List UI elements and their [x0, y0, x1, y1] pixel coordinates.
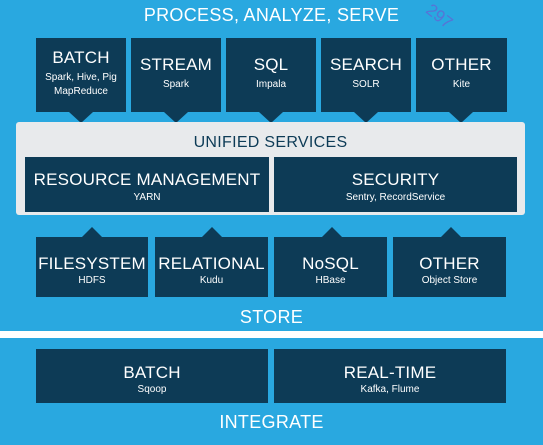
- process-box-search: SEARCH SOLR: [321, 38, 411, 112]
- store-arrow-other: [441, 227, 461, 237]
- store-box-title: NoSQL: [302, 254, 359, 273]
- process-box-detail: Kite: [452, 79, 471, 90]
- process-analyze-serve-title: PROCESS, ANALYZE, SERVE: [143, 5, 400, 25]
- integrate-box-batch: BATCH Sqoop: [36, 349, 268, 403]
- process-box-title: BATCH: [52, 48, 110, 67]
- integrate-box-detail: Kafka, Flume: [360, 384, 420, 395]
- process-box-title: SQL: [253, 55, 289, 74]
- store-box-detail: HBase: [315, 275, 346, 286]
- unified-services-title: UNIFIED SERVICES: [193, 134, 348, 151]
- security-detail: Sentry, RecordService: [345, 192, 446, 203]
- process-arrow-stream: [164, 112, 188, 123]
- process-box-detail: Spark: [162, 79, 190, 90]
- integrate-box-title: BATCH: [123, 363, 181, 382]
- store-arrow-relational: [202, 227, 222, 237]
- process-box-sql: SQL Impala: [226, 38, 316, 112]
- process-arrow-search: [354, 112, 378, 123]
- integrate-box-realtime: REAL-TIME Kafka, Flume: [274, 349, 506, 403]
- resource-management-detail: YARN: [133, 192, 161, 203]
- process-box-stream: STREAM Spark: [131, 38, 221, 112]
- store-box-detail: Object Store: [421, 275, 478, 286]
- store-box-relational: RELATIONAL Kudu: [155, 237, 268, 297]
- security-box: SECURITY Sentry, RecordService: [274, 157, 517, 212]
- store-box-detail: HDFS: [78, 275, 106, 286]
- store-arrow-nosql: [322, 227, 342, 237]
- process-box-detail: Spark, Hive, Pig: [45, 72, 117, 83]
- integrate-box-detail: Sqoop: [137, 384, 167, 395]
- process-arrow-other: [449, 112, 473, 123]
- process-arrow-batch: [69, 112, 93, 123]
- process-box-other: OTHER Kite: [416, 38, 507, 112]
- integrate-title: INTEGRATE: [219, 412, 324, 432]
- store-arrow-filesystem: [82, 227, 102, 237]
- store-box-detail: Kudu: [199, 275, 224, 286]
- store-box-filesystem: FILESYSTEM HDFS: [36, 237, 148, 297]
- process-box-detail: SOLR: [352, 79, 380, 90]
- process-arrow-sql: [259, 112, 283, 123]
- integrate-box-title: REAL-TIME: [343, 363, 437, 382]
- store-box-title: OTHER: [419, 254, 480, 273]
- store-title: STORE: [239, 307, 304, 327]
- process-box-batch: BATCH Spark, Hive, Pig MapReduce: [36, 38, 126, 112]
- store-box-title: FILESYSTEM: [38, 254, 146, 273]
- resource-management-box: RESOURCE MANAGEMENT YARN: [25, 157, 269, 212]
- store-box-nosql: NoSQL HBase: [274, 237, 387, 297]
- resource-management-title: RESOURCE MANAGEMENT: [33, 170, 261, 189]
- process-box-title: SEARCH: [329, 55, 403, 74]
- store-box-other: OTHER Object Store: [393, 237, 506, 297]
- process-box-detail: MapReduce: [54, 86, 108, 97]
- process-box-title: OTHER: [431, 55, 492, 74]
- process-box-title: STREAM: [139, 55, 213, 74]
- process-box-detail: Impala: [255, 79, 286, 90]
- store-box-title: RELATIONAL: [158, 254, 265, 273]
- security-title: SECURITY: [351, 170, 440, 189]
